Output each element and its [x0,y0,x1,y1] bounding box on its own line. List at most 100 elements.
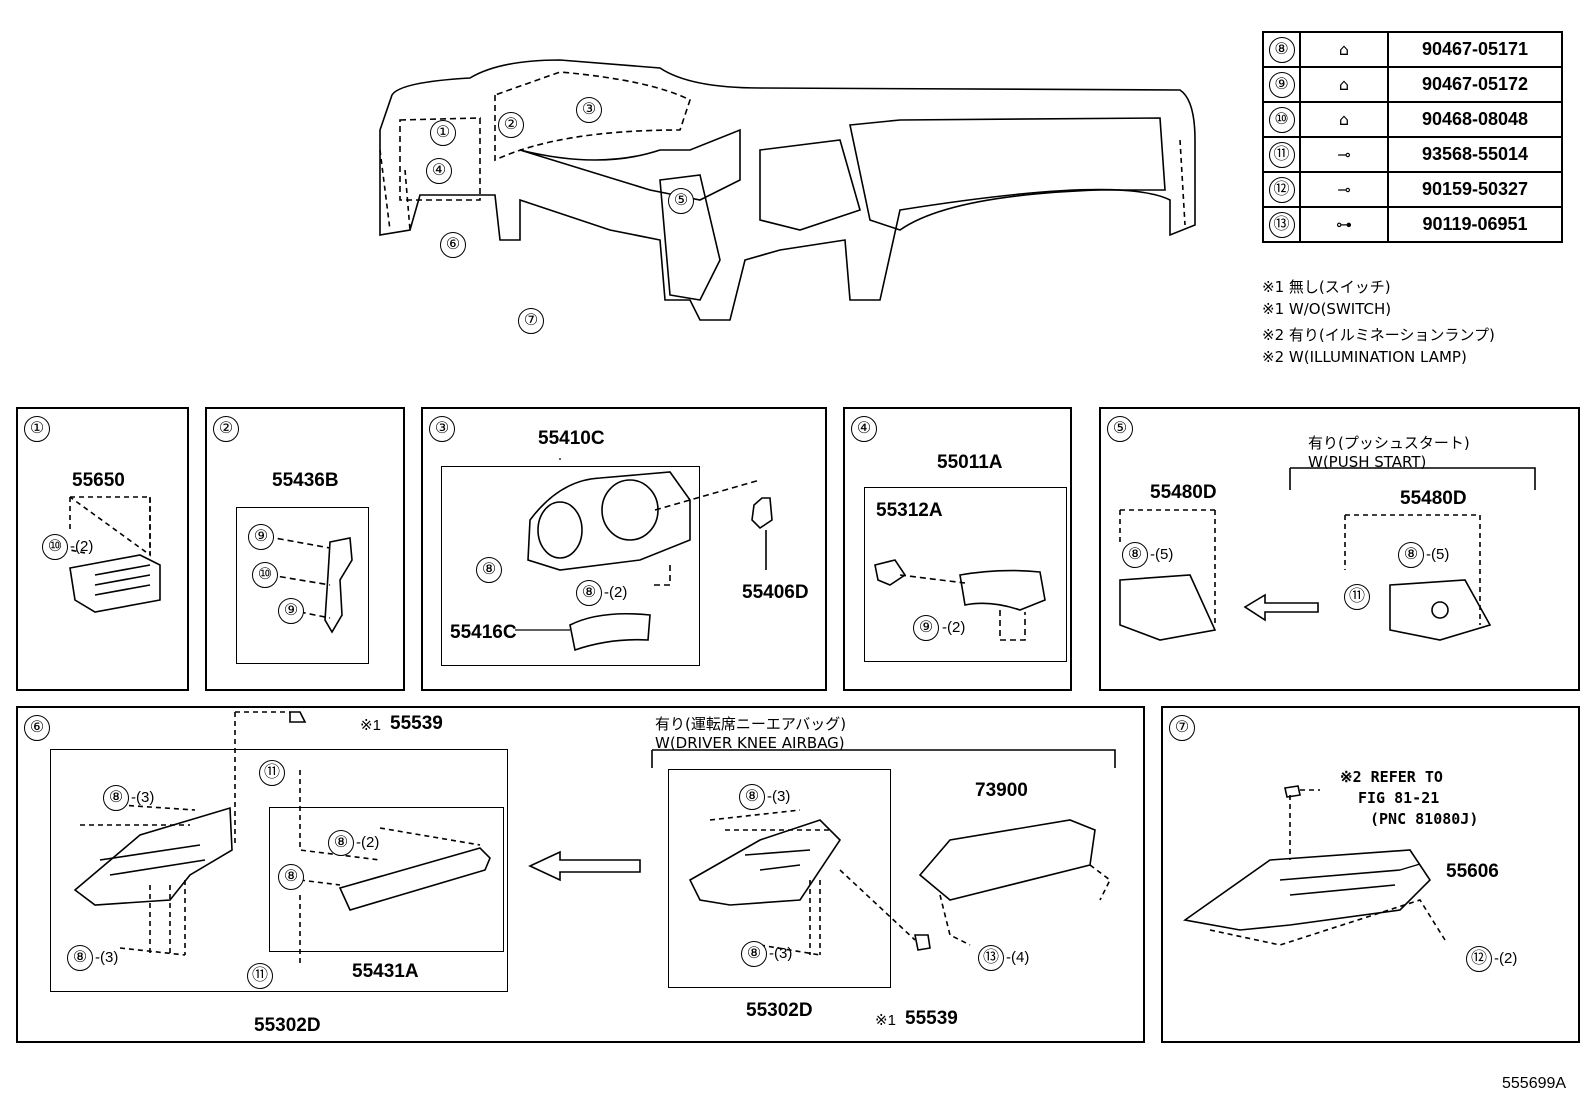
screw-callout[interactable]: ⑪ [1344,584,1370,610]
panel6-ref: ⑥ [24,715,50,741]
panel1-ref: ① [24,416,50,442]
part-label[interactable]: 55302D [254,1015,321,1036]
panel4-switch-drawing [874,559,1046,641]
panel7-ref: ⑦ [1169,715,1195,741]
detail-panel-3 [421,407,827,691]
inner-frame [441,466,700,666]
fastener-ref: ⑩ [1268,106,1295,133]
bolt-callout[interactable]: ⑬ [978,945,1004,971]
detail-panel-7 [1161,706,1580,1043]
detail-panel-1 [16,407,189,691]
part-label[interactable]: 55539 [905,1008,958,1029]
note-line: ※1 無し(スイッチ) [1262,278,1391,296]
overview-callout-7[interactable]: ⑦ [518,308,544,334]
fastener-part-number[interactable]: 90468-08048 [1387,101,1563,138]
screw-callout[interactable]: ⑪ [247,963,273,989]
detail-panel-6 [16,706,1145,1043]
panel3-cluster-drawing [527,471,773,652]
clip-icon: ⌂ [1299,66,1389,103]
bolt-icon: ⊶ [1299,206,1389,243]
part-label[interactable]: 73900 [975,780,1028,801]
panel3-ref: ③ [429,416,455,442]
note-line: ※2 有り(イルミネーションランプ) [1262,326,1495,344]
inner-frame [236,507,369,664]
diagram-id: 555699A [1502,1075,1567,1092]
screw-icon: ⊸ [1299,171,1389,208]
clip-callout[interactable]: ⑨ [913,615,939,641]
part-label[interactable]: 55431A [352,961,419,982]
overview-callout-6[interactable]: ⑥ [440,232,466,258]
panel6-airbag-drawing [651,749,1116,956]
part-label[interactable]: 55480D [1150,482,1217,503]
quantity-label: -(3) [95,949,119,966]
clip-callout[interactable]: ⑨ [278,598,304,624]
inner-frame [50,749,508,992]
quantity-label: -(5) [1150,546,1174,563]
part-label[interactable]: 55539 [390,713,443,734]
fastener-part-number[interactable]: 90159-50327 [1387,171,1563,208]
part-label[interactable]: 55436B [272,470,339,491]
overview-callout-4[interactable]: ④ [426,158,452,184]
quantity-label: -(2) [604,584,628,601]
quantity-label: -(4) [1006,949,1030,966]
part-label[interactable]: 55606 [1446,861,1499,882]
quantity-label: -(5) [1426,546,1450,563]
part-label[interactable]: 55312A [876,500,943,521]
part-label[interactable]: 55480D [1400,488,1467,509]
overview-callout-1[interactable]: ① [430,120,456,146]
clip-callout[interactable]: ⑧ [476,557,502,583]
fastener-part-number[interactable]: 93568-55014 [1387,136,1563,173]
panel4-ref: ④ [851,416,877,442]
quantity-label: -(3) [131,789,155,806]
clip-callout[interactable]: ⑩ [252,562,278,588]
screw-callout[interactable]: ⑪ [259,760,285,786]
clip-callout[interactable]: ⑧ [1398,542,1424,568]
note-mark: ※1 [360,717,381,734]
part-label[interactable]: 55302D [746,1000,813,1021]
quantity-label: -(2) [70,538,94,555]
clip-callout[interactable]: ⑧ [67,945,93,971]
panel2-ref: ② [213,416,239,442]
fastener-ref: ⑬ [1268,211,1295,238]
clip-callout[interactable]: ⑧ [278,864,304,890]
clip-callout[interactable]: ⑧ [103,785,129,811]
part-label[interactable]: 55650 [72,470,125,491]
clip-icon: ⌂ [1299,101,1389,138]
variant-label: W(DRIVER KNEE AIRBAG) [655,734,845,752]
quantity-label: -(3) [767,788,791,805]
fastener-part-number[interactable]: 90119-06951 [1387,206,1563,243]
table-row: ⑬ ⊶ 90119-06951 [1262,206,1563,243]
refer-note: FIG 81-21 [1358,789,1440,807]
overview-callout-5[interactable]: ⑤ [668,188,694,214]
table-row: ⑩ ⌂ 90468-08048 [1262,101,1563,138]
refer-note: ※2 REFER TO [1340,768,1443,786]
fastener-part-number[interactable]: 90467-05171 [1387,31,1563,68]
overview-callout-3[interactable]: ③ [576,97,602,123]
clip-callout[interactable]: ⑧ [739,784,765,810]
part-label[interactable]: 55011A [937,452,1003,473]
screw-callout[interactable]: ⑫ [1466,946,1492,972]
inner-frame [269,807,504,952]
variant-label: W(PUSH START) [1308,453,1427,471]
table-row: ⑧ ⌂ 90467-05171 [1262,31,1563,68]
overview-callout-2[interactable]: ② [498,112,524,138]
refer-note: (PNC 81080J) [1370,810,1479,828]
part-label[interactable]: 55416C [450,622,517,643]
variant-label: 有り(プッシュスタート) [1308,434,1470,452]
quantity-label: -(3) [769,945,793,962]
dashboard-overview-drawing [379,59,1196,321]
fastener-ref: ⑪ [1268,141,1295,168]
fastener-part-number[interactable]: 90467-05172 [1387,66,1563,103]
clip-callout[interactable]: ⑧ [741,941,767,967]
part-label[interactable]: 55410C [538,428,605,449]
part-label[interactable]: 55406D [742,582,809,603]
inner-frame [668,769,891,988]
clip-callout[interactable]: ⑧ [328,830,354,856]
clip-callout[interactable]: ⑩ [42,534,68,560]
panel5-cover-drawing [1119,467,1536,641]
clip-callout[interactable]: ⑧ [1122,542,1148,568]
panel7-undercover-drawing [1182,785,1446,946]
clip-callout[interactable]: ⑧ [576,580,602,606]
clip-callout[interactable]: ⑨ [248,524,274,550]
clip-icon: ⌂ [1299,31,1389,68]
